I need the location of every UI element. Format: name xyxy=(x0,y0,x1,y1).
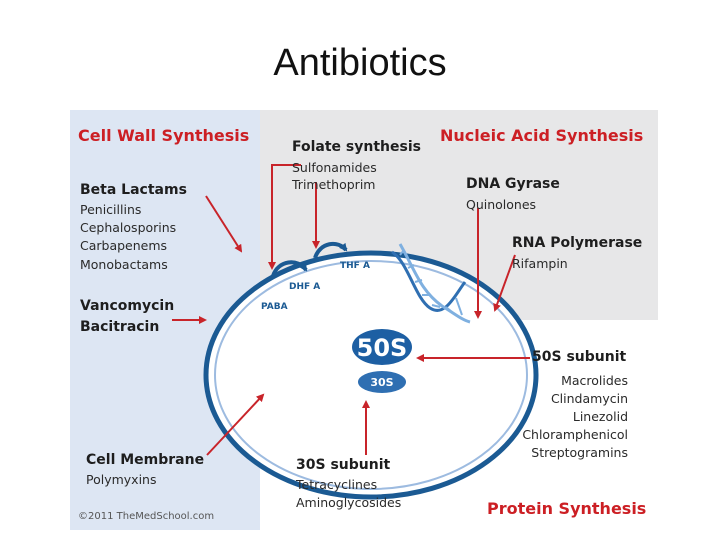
sulfonamide-arrow xyxy=(268,164,301,270)
cell-membrane-arrow xyxy=(206,393,265,456)
beta-lactams-heading: Beta Lactams xyxy=(80,182,187,198)
folate-drug-2: Trimethoprim xyxy=(292,177,376,192)
paba-label: PABA xyxy=(261,302,288,312)
beta-lactam-drug-4: Monobactams xyxy=(80,257,168,272)
thf-label: THF A xyxy=(340,261,370,271)
beta-lactam-arrow xyxy=(205,195,243,253)
ribosome-50s-shape xyxy=(352,329,412,365)
cell-graphic: THF A DHF A PABA 50S 30S xyxy=(172,164,539,500)
slide-title: Antibiotics xyxy=(273,42,447,84)
copyright-notice: ©2011 TheMedSchool.com xyxy=(78,511,215,522)
protein-section-title: Protein Synthesis xyxy=(487,499,647,518)
30s-subunit-heading: 30S subunit xyxy=(296,457,391,473)
dna-helix-icon xyxy=(391,243,471,324)
folate-drug-1: Sulfonamides xyxy=(292,160,377,175)
vancomycin-label: Vancomycin xyxy=(80,298,175,314)
ribosome-50s-label: 50S xyxy=(357,334,408,362)
dna-gyrase-drug-1: Quinolones xyxy=(466,197,537,212)
beta-lactam-drug-1: Penicillins xyxy=(80,202,142,217)
ribosome-icon xyxy=(352,329,412,393)
50s-subunit-heading: 50S subunit xyxy=(532,349,627,365)
50s-drug-3: Linezolid xyxy=(572,409,628,424)
mechanism-diagram: THF A DHF A PABA 50S 30S Cell Wall Synth… xyxy=(70,110,658,530)
bacitracin-label: Bacitracin xyxy=(80,319,160,335)
beta-lactam-drug-3: Carbapenems xyxy=(80,238,168,253)
paba-to-dhf-arrow xyxy=(271,260,308,277)
folate-heading: Folate synthesis xyxy=(292,139,421,155)
ribosome-30s-shape xyxy=(358,371,406,393)
30s-drug-1: Tetracyclines xyxy=(296,477,378,492)
50s-drug-2: Clindamycin xyxy=(550,391,628,406)
dhf-label: DHF A xyxy=(289,282,320,292)
50s-drug-4: Chloramphenicol xyxy=(522,427,628,442)
rna-polymerase-drug-1: Rifampin xyxy=(512,256,568,271)
beta-lactam-drug-2: Cephalosporins xyxy=(80,220,177,235)
dna-gyrase-heading: DNA Gyrase xyxy=(466,176,560,192)
30s-drug-2: Aminoglycosides xyxy=(296,495,402,510)
cell-wall-section-title: Cell Wall Synthesis xyxy=(78,126,250,145)
cell-membrane-drug-1: Polymyxins xyxy=(86,472,157,487)
cell-membrane-outline xyxy=(214,260,528,490)
rna-polymerase-arrow xyxy=(493,254,516,312)
rna-polymerase-heading: RNA Polymerase xyxy=(512,235,643,251)
dhf-to-thf-arrow xyxy=(313,241,348,259)
50s-drug-5: Streptogramins xyxy=(531,445,628,460)
nucleic-acid-section-title: Nucleic Acid Synthesis xyxy=(440,126,644,145)
cell-membrane-heading: Cell Membrane xyxy=(86,452,205,468)
50s-drug-1: Macrolides xyxy=(561,373,628,388)
ribosome-30s-label: 30S xyxy=(370,376,393,389)
